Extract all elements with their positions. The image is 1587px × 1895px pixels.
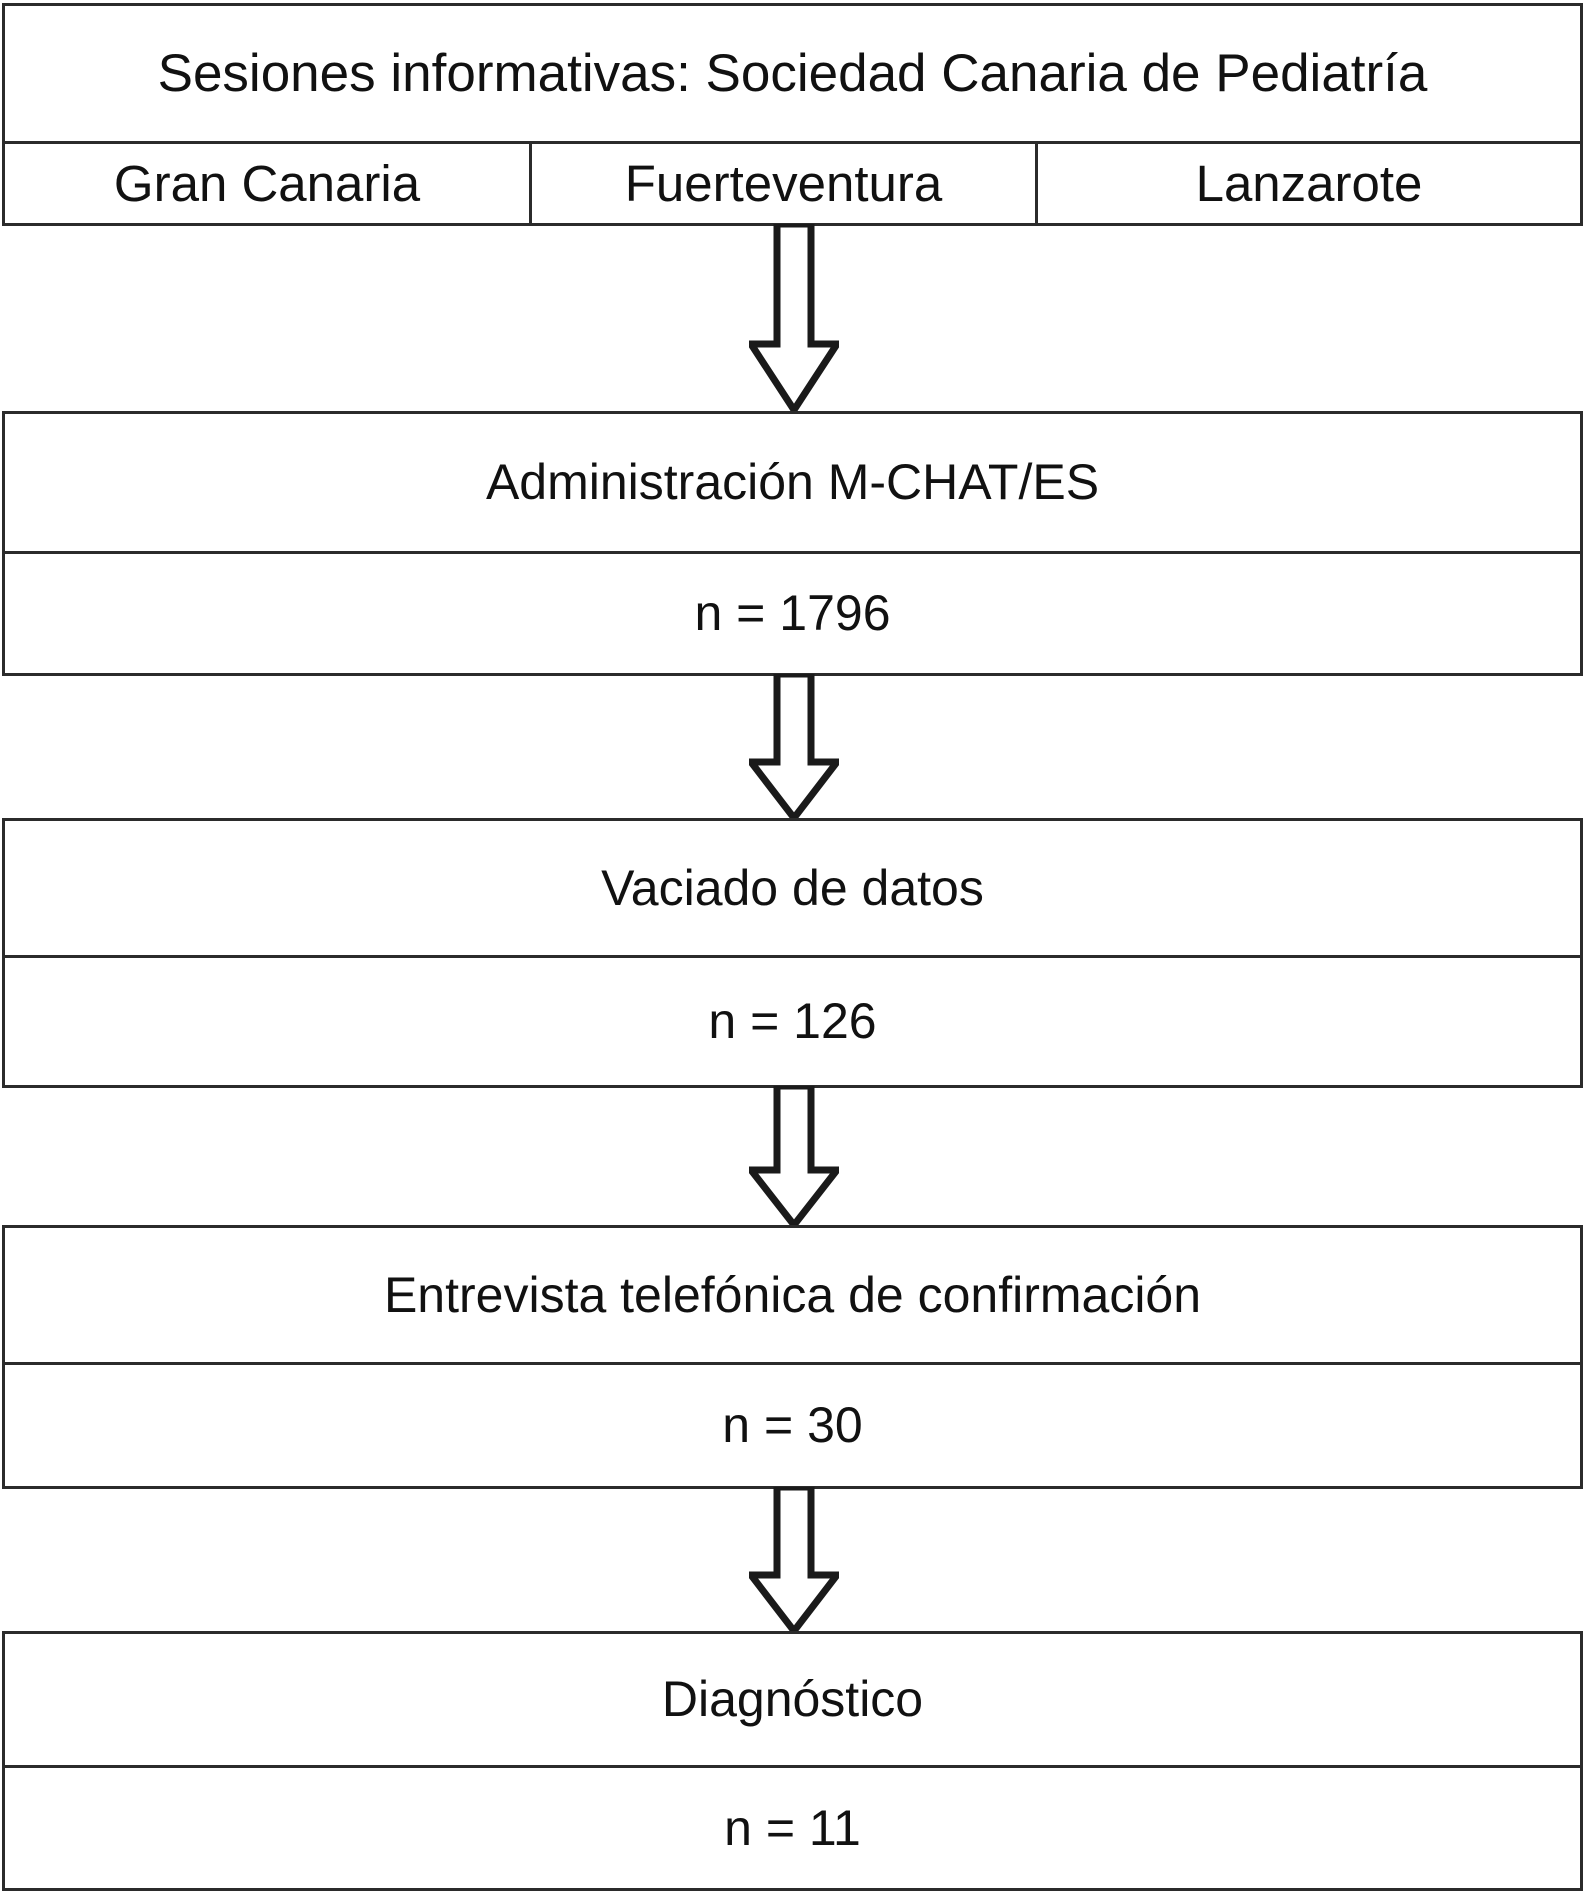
site-label: Gran Canaria xyxy=(113,154,421,212)
stage-label: Diagnóstico xyxy=(661,1671,924,1728)
page-title: Sesiones informativas: Sociedad Canaria … xyxy=(157,43,1428,103)
stage-count-entrevista: n = 30 xyxy=(2,1362,1583,1489)
stage-label: Administración M-CHAT/ES xyxy=(485,454,1100,511)
site-cell-fuerteventura: Fuerteventura xyxy=(529,141,1038,226)
down-block-arrow-icon xyxy=(749,674,839,822)
stage-count-label: n = 126 xyxy=(708,993,877,1050)
stage-count-vaciado: n = 126 xyxy=(2,955,1583,1088)
stage-count-label: n = 30 xyxy=(722,1397,863,1454)
site-label: Lanzarote xyxy=(1195,154,1423,212)
stage-count-administracion: n = 1796 xyxy=(2,551,1583,676)
down-block-arrow-icon xyxy=(749,1487,839,1635)
stage-count-label: n = 11 xyxy=(724,1799,861,1856)
stage-box-administracion: Administración M-CHAT/ES xyxy=(2,411,1583,554)
stage-label: Entrevista telefónica de confirmación xyxy=(383,1266,1202,1323)
stage-box-entrevista: Entrevista telefónica de confirmación xyxy=(2,1225,1583,1365)
stage-label: Vaciado de datos xyxy=(601,859,984,916)
site-label: Fuerteventura xyxy=(624,154,943,212)
stage-count-diagnostico: n = 11 xyxy=(2,1765,1583,1891)
site-cell-lanzarote: Lanzarote xyxy=(1035,141,1583,226)
stage-count-label: n = 1796 xyxy=(694,585,891,642)
stage-box-diagnostico: Diagnóstico xyxy=(2,1631,1583,1768)
site-cell-gran-canaria: Gran Canaria xyxy=(2,141,532,226)
down-block-arrow-icon xyxy=(749,1086,839,1229)
down-block-arrow-icon xyxy=(749,224,839,414)
stage-box-vaciado: Vaciado de datos xyxy=(2,818,1583,958)
header-title-box: Sesiones informativas: Sociedad Canaria … xyxy=(2,3,1583,144)
